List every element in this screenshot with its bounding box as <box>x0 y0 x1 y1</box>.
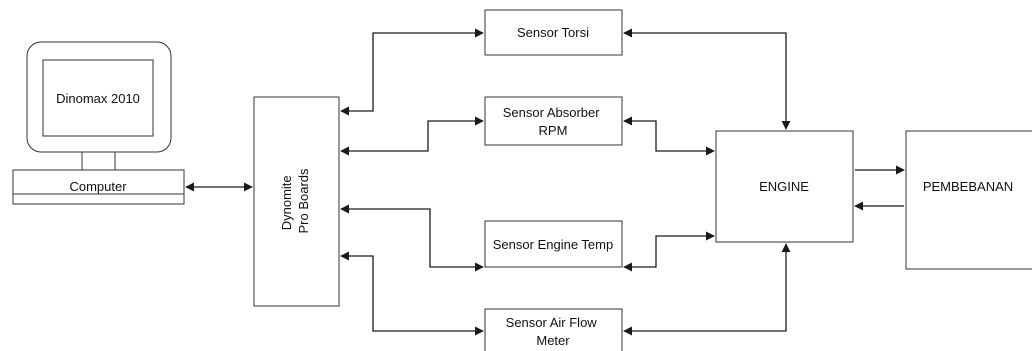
pro-boards-label: Dynomite Pro Boards <box>279 168 311 234</box>
connector-airflow-engine <box>623 243 791 336</box>
connectors <box>185 28 905 336</box>
sensor-torsi-box <box>484 9 623 56</box>
connector-board-airflow <box>340 251 484 336</box>
sensor-engine-temp-label: Sensor Engine Temp <box>493 237 613 252</box>
sensor-absorber-label: Sensor Absorber RPM <box>503 105 603 138</box>
sensor-airflow-label-line1: Sensor Air Flow <box>506 315 598 330</box>
pro-boards-label-line1: Dynomite <box>279 175 294 230</box>
connector-board-engine-temp <box>340 204 484 272</box>
computer-label: Computer <box>69 179 127 194</box>
computer-base <box>12 169 185 205</box>
sensor-airflow-box <box>484 308 623 351</box>
sensor-absorber-label-line1: Sensor Absorber <box>503 105 601 120</box>
connector-board-torsi <box>340 28 484 116</box>
pembebanan-label: PEMBEBANAN <box>923 179 1013 194</box>
computer-icon <box>12 41 185 205</box>
connector-board-absorber <box>340 116 484 156</box>
pro-boards-label-line2: Pro Boards <box>296 168 311 234</box>
sensor-airflow-label: Sensor Air Flow Meter <box>506 315 601 348</box>
pembebanan-box <box>905 130 1032 270</box>
sensor-airflow-label-line2: Meter <box>536 333 570 348</box>
sensor-torsi-label: Sensor Torsi <box>517 25 589 40</box>
monitor-label: Dinomax 2010 <box>56 91 140 106</box>
sensor-engine-temp-box <box>484 220 623 268</box>
sensor-absorber-box <box>484 96 623 146</box>
monitor-stand <box>81 151 116 171</box>
sensor-absorber-label-line2: RPM <box>539 123 568 138</box>
connector-engine-temp-engine <box>623 231 715 272</box>
connector-absorber-engine <box>623 116 715 156</box>
engine-label: ENGINE <box>759 179 809 194</box>
engine-box <box>715 130 854 243</box>
pro-boards-box <box>253 96 340 307</box>
monitor-screen <box>42 59 154 137</box>
connector-torsi-engine <box>623 28 791 130</box>
